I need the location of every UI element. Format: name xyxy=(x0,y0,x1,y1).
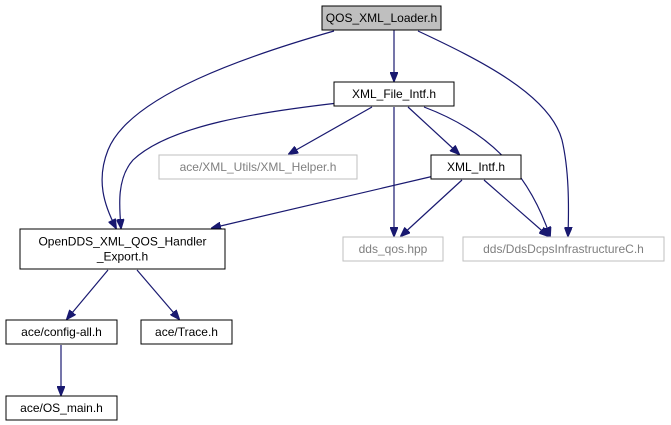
node-label: XML_File_Intf.h xyxy=(352,87,436,101)
node-box xyxy=(342,236,444,262)
node-xml_file_intf[interactable]: XML_File_Intf.h xyxy=(333,81,455,107)
node-label: ace/XML_Utils/XML_Helper.h xyxy=(180,160,337,174)
edge-xml_intf-to-dds_qos_hpp xyxy=(401,179,463,236)
node-label: XML_Intf.h xyxy=(447,160,505,174)
node-ace_xml_helper[interactable]: ace/XML_Utils/XML_Helper.h xyxy=(158,154,358,180)
edge-qos_xml_loader-to-dds_dcps_infrastructure_c xyxy=(417,30,568,236)
node-label: ace/config-all.h xyxy=(21,325,102,339)
edge-xml_intf-to-dds_dcps_infrastructure_c xyxy=(483,179,548,236)
edge-xml_intf-to-opendds_xml_qos_handler_export xyxy=(212,175,435,228)
node-xml_intf[interactable]: XML_Intf.h xyxy=(430,154,522,180)
node-dds_dcps_infrastructure_c[interactable]: dds/DdsDcpsInfrastructureC.h xyxy=(462,236,665,262)
node-label: dds_qos.hpp xyxy=(359,242,428,256)
node-label: dds/DdsDcpsInfrastructureC.h xyxy=(483,242,644,256)
node-label: OpenDDS_XML_QOS_Handler xyxy=(38,235,206,249)
node-box xyxy=(158,154,358,180)
node-ace_os_main[interactable]: ace/OS_main.h xyxy=(5,395,118,421)
edge-xml_file_intf-to-xml_intf xyxy=(407,106,459,154)
nodes-layer: QOS_XML_Loader.hXML_File_Intf.hOpenDDS_X… xyxy=(5,5,665,421)
node-qos_xml_loader[interactable]: QOS_XML_Loader.h xyxy=(321,5,442,31)
edge-qos_xml_loader-to-opendds_xml_qos_handler_export xyxy=(101,30,335,228)
node-box xyxy=(321,5,442,31)
node-ace_config_all[interactable]: ace/config-all.h xyxy=(5,319,118,345)
node-box xyxy=(430,154,522,180)
node-label: ace/Trace.h xyxy=(155,325,218,339)
node-dds_qos_hpp[interactable]: dds_qos.hpp xyxy=(342,236,444,262)
node-box xyxy=(462,236,665,262)
node-box xyxy=(333,81,455,107)
node-opendds_xml_qos_handler_export[interactable]: OpenDDS_XML_QOS_Handler_Export.h xyxy=(19,228,226,270)
edges-layer xyxy=(61,30,568,395)
node-label: QOS_XML_Loader.h xyxy=(326,11,437,25)
node-box xyxy=(140,319,233,345)
edge-xml_file_intf-to-opendds_xml_qos_handler_export xyxy=(120,102,339,228)
node-ace_trace[interactable]: ace/Trace.h xyxy=(140,319,233,345)
node-label: _Export.h xyxy=(96,250,148,264)
edge-xml_file_intf-to-ace_xml_helper xyxy=(289,106,373,154)
edge-opendds_xml_qos_handler_export-to-ace_config_all xyxy=(67,269,109,319)
edge-opendds_xml_qos_handler_export-to-ace_trace xyxy=(136,269,179,319)
node-box xyxy=(5,395,118,421)
node-label: ace/OS_main.h xyxy=(20,401,103,415)
node-box xyxy=(19,228,226,270)
node-box xyxy=(5,319,118,345)
